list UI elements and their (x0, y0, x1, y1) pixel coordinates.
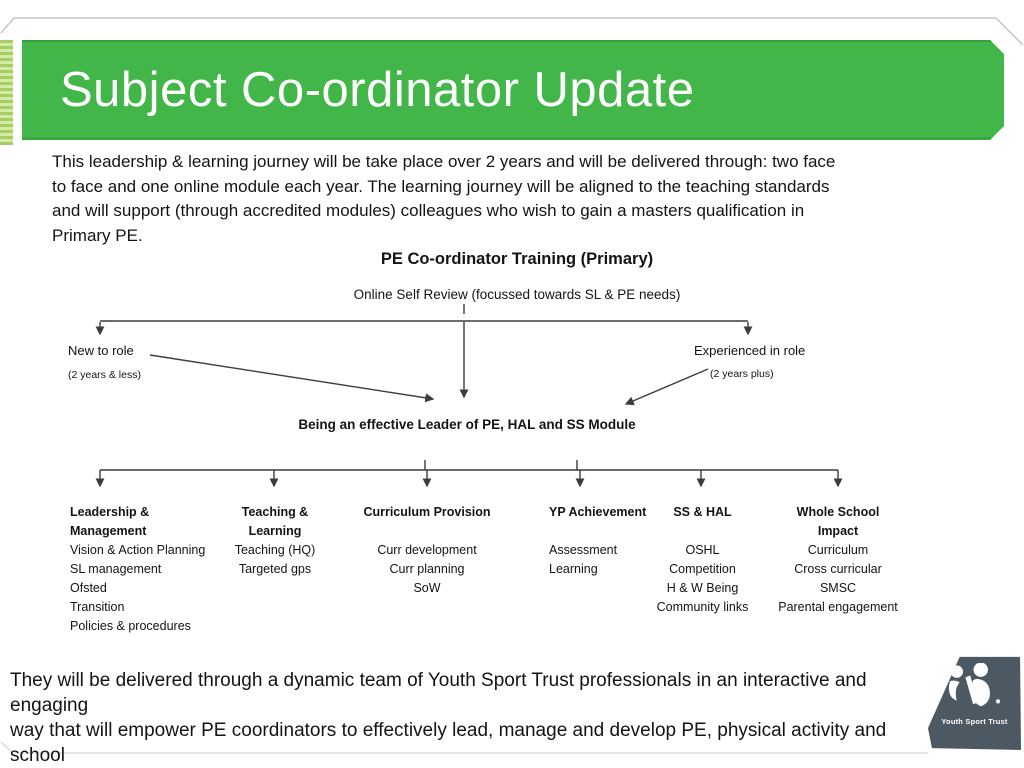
diagram-title: PE Co-ordinator Training (Primary) (380, 250, 654, 268)
intro-line: and will support (through accredited mod… (52, 201, 805, 220)
column-title: Curriculum Provision (363, 505, 491, 519)
column-item: Assessment (549, 543, 618, 557)
intro-line: to face and one online module each year.… (52, 176, 830, 196)
column-item: Teaching (HQ) (234, 543, 316, 557)
branch-experienced-sublabel: (2 years plus) (710, 368, 774, 380)
column-item: Targeted gps (238, 562, 312, 576)
column-title: Whole School Impact (796, 505, 880, 538)
title-banner: Subject Co-ordinator Update (22, 40, 1004, 140)
column-title: YP Achievement (549, 505, 647, 519)
column-ss-hal: SS & HAL OSHL Competition H & W Being Co… (640, 503, 765, 617)
column-item: SL management (70, 562, 162, 576)
branch-new-to-role-label: New to role (68, 343, 134, 358)
column-title: SS & HAL (673, 505, 732, 519)
column-teaching-learning: Teaching & Learning Teaching (HQ) Target… (213, 503, 337, 579)
outro-line: way that will empower PE coordinators to… (10, 720, 887, 741)
column-item: Competition (669, 562, 736, 576)
intro-line: This leadership & learning journey will … (52, 152, 836, 171)
column-item: Cross curricular (794, 562, 882, 576)
column-title: Leadership & Management (70, 505, 150, 538)
column-item: Community links (656, 600, 749, 614)
arrow-new-to-module (149, 354, 435, 403)
column-item: Curr planning (389, 562, 465, 576)
left-stripe-decoration (0, 40, 13, 145)
outro-line: engaging (10, 695, 89, 716)
module-label: Being an effective Leader of PE, HAL and… (298, 417, 636, 432)
column-whole-school-impact: Whole School Impact Curriculum Cross cur… (768, 503, 908, 617)
arrow-experienced-to-module (624, 368, 709, 406)
outro-line: school (10, 745, 65, 766)
youth-sport-trust-logo: Youth Sport Trust (927, 656, 1022, 750)
column-item: Parental engagement (778, 600, 898, 614)
branch-experienced-label: Experienced in role (694, 343, 806, 358)
outro-paragraph: They will be delivered through a dynamic… (10, 668, 886, 768)
diagram-subtitle: Online Self Review (focussed towards SL … (353, 287, 681, 302)
column-yp-achievement: YP Achievement Assessment Learning (549, 503, 669, 579)
column-item: H & W Being (666, 581, 739, 595)
column-item: Vision & Action Planning (70, 543, 206, 557)
yst-figures-icon (948, 663, 1001, 707)
column-item: Learning (549, 562, 598, 576)
column-item: SMSC (819, 581, 857, 595)
column-title: Teaching & Learning (241, 505, 309, 538)
column-item: Ofsted (70, 581, 107, 595)
yst-logo-text: Youth Sport Trust (941, 717, 1008, 726)
outro-line: They will be delivered through a dynamic… (10, 670, 867, 691)
column-item: Policies & procedures (70, 619, 191, 633)
column-leadership-management: Leadership & Management Vision & Action … (70, 503, 235, 636)
column-item: Curriculum (807, 543, 869, 557)
intro-paragraph: This leadership & learning journey will … (52, 150, 835, 248)
intro-line: Primary PE. (52, 225, 143, 245)
column-item: Curr development (377, 543, 477, 557)
column-curriculum-provision: Curriculum Provision Curr development Cu… (352, 503, 502, 598)
column-item: SoW (413, 581, 441, 595)
column-item: OSHL (685, 543, 720, 557)
column-item: Transition (70, 600, 125, 614)
slide-title: Subject Co-ordinator Update (60, 63, 695, 117)
branch-new-to-role-sublabel: (2 years & less) (68, 369, 141, 381)
